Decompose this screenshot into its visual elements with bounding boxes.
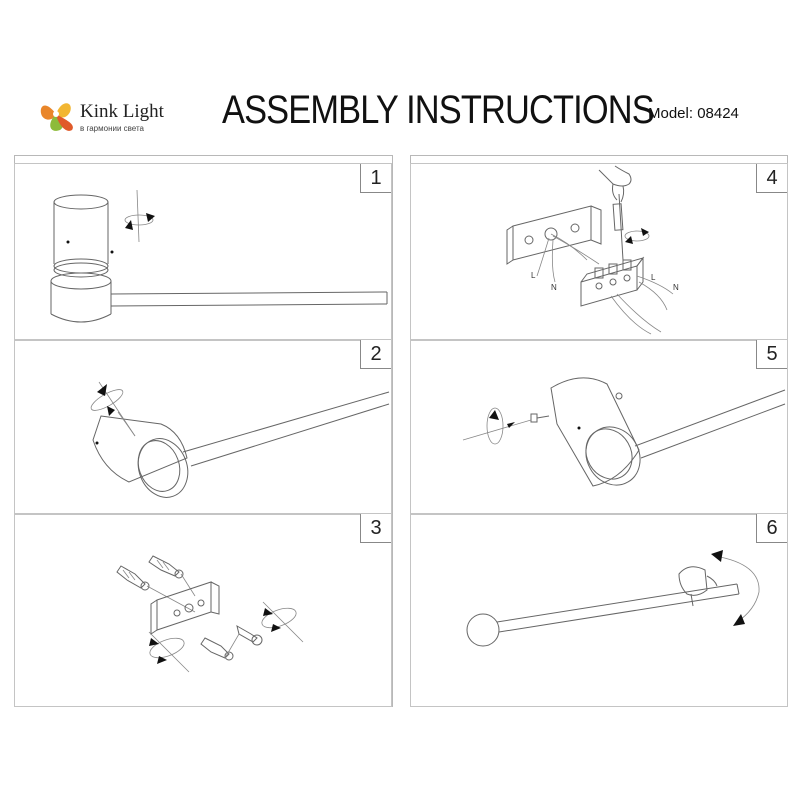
mounting-bracket-icon xyxy=(150,581,220,635)
wire-label-n: N xyxy=(673,283,679,292)
step-1-panel: 1 xyxy=(14,163,392,341)
step-6-number: 6 xyxy=(756,514,787,543)
step-2-illustration xyxy=(90,381,390,498)
screw-icon xyxy=(236,624,263,646)
wall-plug-icon xyxy=(148,555,184,579)
step-4-illustration: L N L N xyxy=(506,165,679,335)
brand-name: Kink Light xyxy=(80,101,164,122)
screwdriver-icon xyxy=(612,193,624,261)
wall-plug-icon xyxy=(200,637,234,661)
step-6-illustration xyxy=(466,550,760,647)
hand-icon xyxy=(598,165,632,203)
step-2-panel: 2 xyxy=(14,339,392,515)
mounting-bracket-icon xyxy=(506,205,602,265)
step-2-number: 2 xyxy=(360,340,391,369)
rotate-arrow-icon xyxy=(148,631,190,673)
step-1-illustration xyxy=(50,189,388,323)
step-6-panel: 6 xyxy=(410,513,788,707)
step-4-number: 4 xyxy=(756,164,787,193)
wall-plug-icon xyxy=(116,565,150,591)
step-3-number: 3 xyxy=(360,514,391,543)
kink-light-logo-icon xyxy=(36,94,76,134)
wire-label-l: L xyxy=(531,271,536,280)
rotate-arrow-icon xyxy=(261,601,304,643)
step-4-panel: 4 L N L N xyxy=(410,163,788,341)
wire-label-n: N xyxy=(551,283,557,292)
brand-tagline: в гармонии света xyxy=(80,124,145,133)
hand-icon xyxy=(678,566,718,607)
terminal-block-icon xyxy=(580,256,645,307)
brand-logo: Kink Light в гармонии света xyxy=(36,94,186,140)
rotate-arrow-icon xyxy=(711,550,760,626)
step-3-illustration xyxy=(116,555,304,673)
rotate-arrow-icon xyxy=(624,228,650,244)
step-5-number: 5 xyxy=(756,340,787,369)
wire-label-l: L xyxy=(651,273,656,282)
model-number: Model: 08424 xyxy=(648,105,739,122)
step-5-illustration xyxy=(462,377,786,487)
page-title: ASSEMBLY INSTRUCTIONS xyxy=(222,88,655,132)
rotate-arrow-icon xyxy=(90,384,124,416)
page-header: Kink Light в гармонии света ASSEMBLY INS… xyxy=(0,0,800,150)
screw-icon xyxy=(530,413,550,423)
rotate-arrow-icon xyxy=(124,213,155,230)
step-3-panel: 3 xyxy=(14,513,392,707)
step-5-panel: 5 xyxy=(410,339,788,515)
step-1-number: 1 xyxy=(360,164,391,193)
rotate-arrow-icon xyxy=(486,407,515,445)
